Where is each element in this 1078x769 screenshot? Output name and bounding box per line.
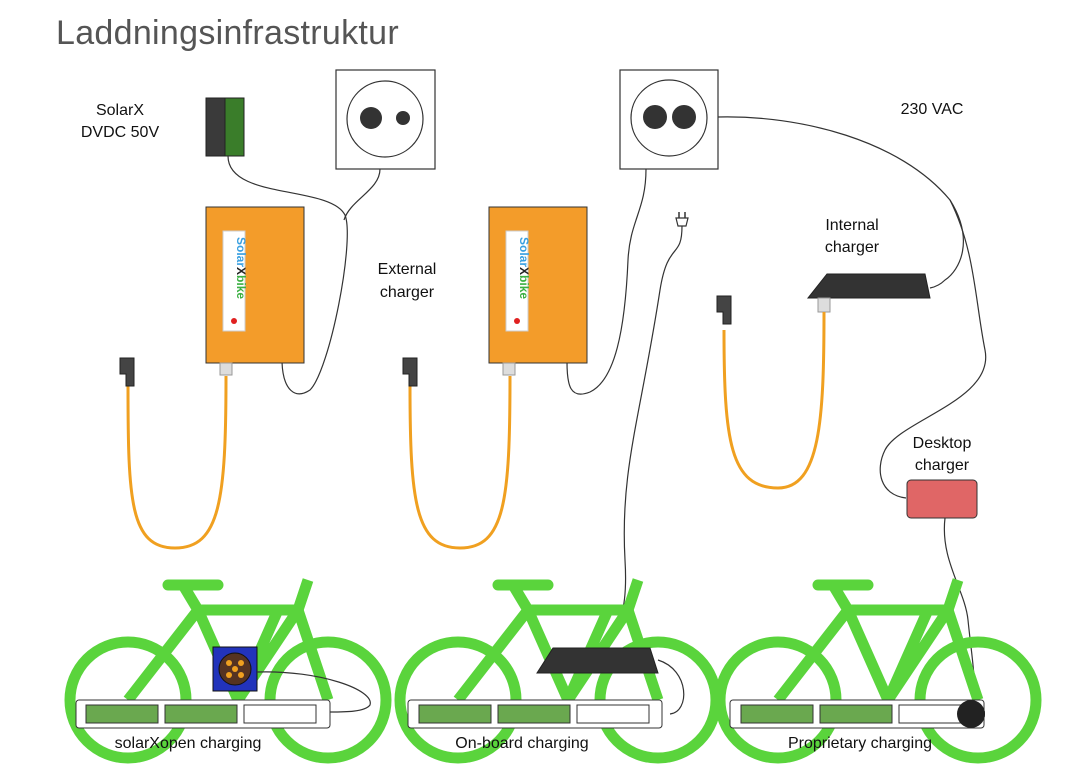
battery-1 — [75, 699, 331, 729]
brand-bike-1: bike — [234, 275, 248, 299]
external-charger-2: SolarXbike — [488, 206, 588, 376]
mains-plug-icon — [675, 212, 689, 227]
cable-solar-to-charger — [227, 155, 348, 395]
onboard-label: On-board charging — [455, 735, 588, 752]
cable-to-desktop — [879, 199, 987, 499]
svg-text:SolarXbike: SolarXbike — [517, 237, 531, 299]
plug-2 — [402, 357, 418, 387]
cable-socket1-to-charger — [343, 168, 381, 221]
internal-label-line1: Internal — [825, 217, 878, 234]
solarx-label-line1: SolarX — [96, 102, 144, 119]
cable-socket2-to-charger — [566, 168, 647, 395]
solarxopen-connector — [212, 646, 258, 692]
wall-socket-1 — [335, 69, 436, 170]
external-label-line1: External — [378, 261, 437, 278]
orange-cable-2 — [408, 375, 512, 550]
cable-230vac — [717, 116, 964, 289]
cable-onboard — [599, 225, 683, 649]
vac-label: 230 VAC — [901, 101, 964, 118]
plug-3 — [716, 295, 732, 325]
solarx-panel — [205, 97, 245, 157]
brand-solar-2: Solar — [517, 237, 531, 267]
brand-solar-1: Solar — [234, 237, 248, 267]
page-title: Laddningsinfrastruktur — [56, 14, 400, 52]
bike-3 — [720, 580, 1036, 758]
solarxopen-label: solarXopen charging — [115, 735, 262, 752]
onboard-charger — [536, 647, 659, 674]
orange-cable-3 — [722, 311, 826, 490]
internal-label-line2: charger — [825, 239, 880, 256]
external-label-line2: charger — [380, 284, 435, 301]
brand-x-1: X — [234, 267, 248, 275]
svg-text:SolarXbike: SolarXbike — [234, 237, 248, 299]
battery-2 — [407, 699, 663, 729]
brand-bike-2: bike — [517, 275, 531, 299]
desktop-label-line2: charger — [915, 457, 970, 474]
proprietary-label: Proprietary charging — [788, 735, 932, 752]
orange-cable-1 — [126, 375, 228, 550]
battery-3 — [729, 699, 985, 729]
cable-onboard-to-battery — [657, 659, 685, 715]
proprietary-port-top — [957, 700, 985, 728]
wall-socket-2 — [619, 69, 719, 170]
cable-connector-to-battery — [256, 671, 371, 713]
desktop-charger — [906, 479, 978, 519]
plug-1 — [119, 357, 135, 387]
internal-charger — [806, 273, 931, 313]
solarx-label-line2: DVDC 50V — [81, 124, 160, 141]
brand-x-2: X — [517, 267, 531, 275]
external-charger-1: SolarXbike — [205, 206, 305, 376]
desktop-label-line1: Desktop — [913, 435, 972, 452]
